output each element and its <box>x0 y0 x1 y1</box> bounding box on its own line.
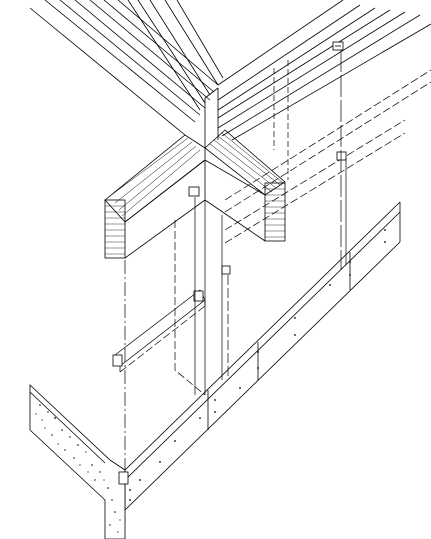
hidden-stud <box>174 220 206 396</box>
diagonal-beam-upper-left <box>29 0 219 136</box>
concrete-foundation <box>29 384 126 539</box>
diagonal-beam-upper-center <box>127 0 224 111</box>
junction-top-face-right <box>204 129 286 196</box>
connectors <box>112 41 347 367</box>
junction-center-stack <box>204 87 219 148</box>
junction-top-face <box>104 134 206 223</box>
beam-end-grain-left <box>105 205 125 255</box>
sill-plate <box>109 201 401 511</box>
connector-mid-right <box>336 151 347 161</box>
purlin-upper-right <box>224 69 431 244</box>
sill-fasteners <box>129 229 386 501</box>
beam-end-left <box>104 199 126 259</box>
connector-purlin-right <box>221 265 231 275</box>
ridge-beam-right <box>217 0 431 141</box>
vertical-members <box>124 50 347 470</box>
glulam-beam-assembly <box>29 0 431 259</box>
purlin-lower-left <box>114 289 206 373</box>
connector-purlin-left <box>112 290 204 367</box>
connector-junction <box>188 186 200 197</box>
purlins <box>114 69 431 373</box>
concrete-wall <box>29 384 126 539</box>
base-connector <box>118 471 129 485</box>
beam-end-grain-right <box>265 188 285 238</box>
concrete-aggregate <box>35 404 121 533</box>
beam-end-right <box>264 182 286 242</box>
junction-laminations <box>109 132 284 217</box>
connector-top <box>332 41 344 51</box>
